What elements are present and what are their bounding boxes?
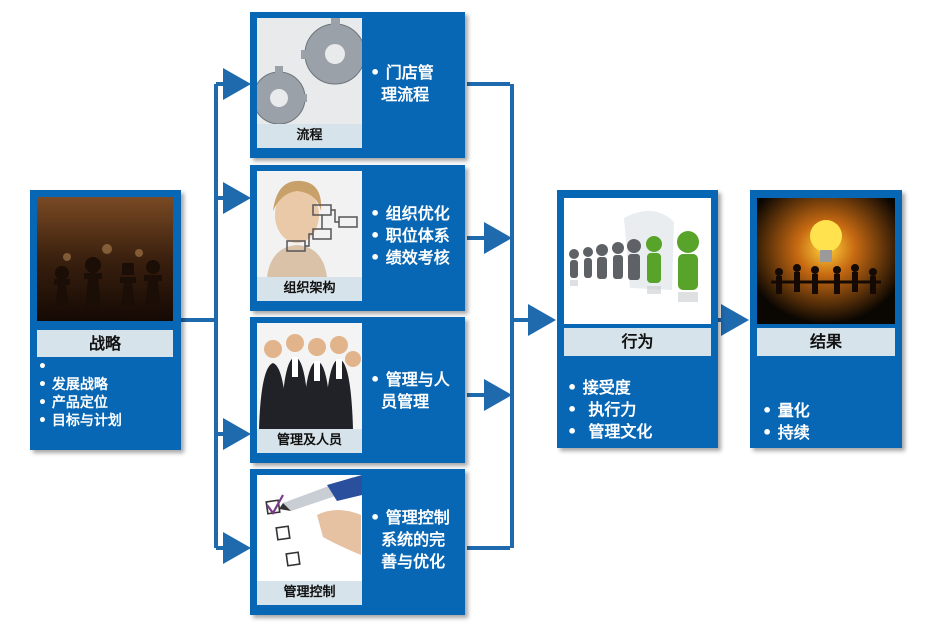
process-box: 流程 • 门店管 理流程 (250, 12, 465, 158)
strategy-list: • • 发展战略 • 产品定位 • 目标与计划 (38, 358, 178, 430)
people-box: 管理及人员 • 管理与人 员管理 (250, 317, 465, 463)
process-text-line: • 门店管 (370, 63, 434, 82)
process-text-line: 理流程 (370, 85, 430, 104)
green-figures-image (564, 198, 711, 324)
organization-text: • 组织优化 • 职位体系 • 绩效考核 (370, 203, 462, 269)
people-caption: 管理及人员 (257, 429, 362, 453)
behavior-caption: 行为 (564, 328, 711, 356)
process-caption: 流程 (257, 124, 362, 148)
control-text-line: 系统的完 (370, 530, 446, 549)
control-text-line: • 管理控制 (370, 508, 450, 527)
organization-text-line: • 组织优化 (370, 204, 450, 223)
strategy-item: • 产品定位 (38, 395, 108, 411)
people-text: • 管理与人 员管理 (370, 369, 462, 413)
strategy-box: 战略 • • 发展战略 • 产品定位 • 目标与计划 (30, 190, 181, 450)
organization-text-line: • 绩效考核 (370, 248, 450, 267)
checklist-pen-image (257, 475, 362, 581)
lightbulb-image (757, 198, 895, 324)
strategy-caption: 战略 (37, 330, 173, 357)
organization-caption: 组织架构 (257, 277, 362, 301)
result-item: • 持续 (762, 423, 810, 442)
result-caption: 结果 (757, 328, 895, 356)
gears-image (257, 18, 362, 124)
behavior-item: • 管理文化 (567, 422, 653, 441)
strategy-item: • (38, 359, 47, 375)
control-caption: 管理控制 (257, 581, 362, 605)
team-image (257, 323, 362, 429)
people-text-line: 员管理 (370, 392, 430, 411)
process-text: • 门店管 理流程 (370, 62, 462, 106)
chess-image (37, 197, 173, 321)
behavior-item: • 执行力 (567, 400, 637, 419)
behavior-item: • 接受度 (567, 378, 631, 397)
control-text-line: 善与优化 (370, 552, 446, 571)
control-box: 管理控制 • 管理控制 系统的完 善与优化 (250, 469, 465, 615)
result-item: • 量化 (762, 401, 810, 420)
behavior-list: • 接受度 • 执行力 • 管理文化 (567, 377, 715, 443)
control-text: • 管理控制 系统的完 善与优化 (370, 507, 462, 573)
strategy-item: • 发展战略 (38, 377, 108, 393)
result-list: • 量化 • 持续 (762, 400, 898, 444)
organization-text-line: • 职位体系 (370, 226, 450, 245)
organization-box: 组织架构 • 组织优化 • 职位体系 • 绩效考核 (250, 165, 465, 311)
result-box: 结果 • 量化 • 持续 (750, 190, 902, 448)
woman-orgchart-image (257, 171, 362, 277)
strategy-item: • 目标与计划 (38, 413, 122, 429)
behavior-box: 行为 • 接受度 • 执行力 • 管理文化 (557, 190, 718, 448)
people-text-line: • 管理与人 (370, 370, 450, 389)
